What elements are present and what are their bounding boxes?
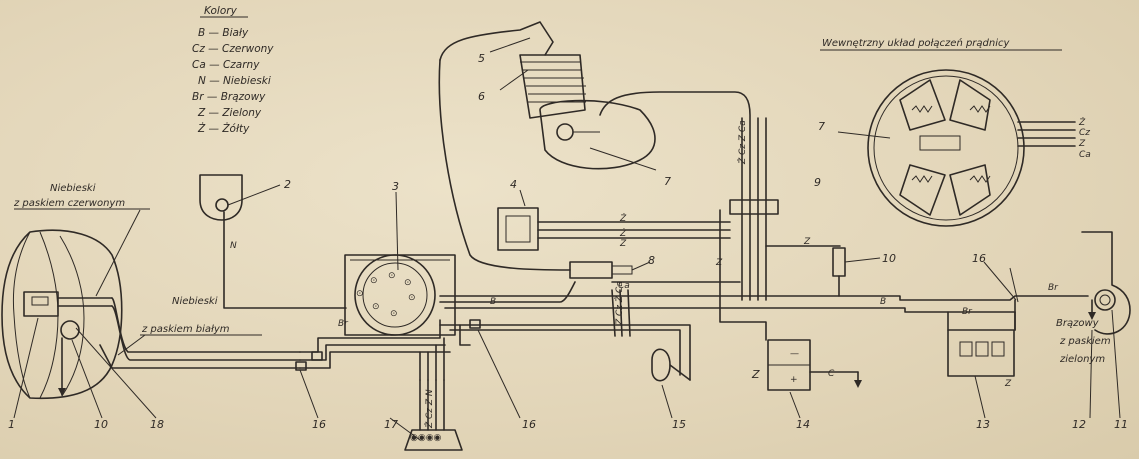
wire-bundle-9: Ż Cz Z Ca (737, 120, 748, 165)
voltage-regulator-13 (947, 299, 1016, 419)
generator-harness: Ż Cz Z Ca (599, 91, 779, 301)
engine-cylinder (438, 21, 657, 271)
component-number: 4 (510, 178, 517, 191)
wire-label-ca8: Ca (618, 281, 630, 291)
component-number: 6 (478, 90, 485, 103)
component-number: 14 (796, 418, 810, 431)
legend-title: Kolory (204, 5, 238, 17)
legend-item: B — Biały (198, 27, 249, 39)
component-numbers: 1 2 3 4 5 6 7 8 9 10 10 11 12 13 14 15 1… (8, 52, 1128, 441)
component-number: 11 (1114, 418, 1128, 431)
wire-label-z10: Z (803, 237, 811, 247)
component-number: 8 (648, 254, 655, 267)
wire-label-br-left: Br (338, 319, 349, 329)
label-blue-red-1: Niebieski (50, 183, 96, 194)
battery-14: — + (719, 209, 862, 419)
gen-wire-label: Ca (1079, 150, 1091, 160)
tail-lamp (1081, 231, 1131, 419)
color-legend: Kolory B — Biały Cz — Czerwony Ca — Czar… (192, 5, 274, 135)
gen-wire-label: Ż (1078, 117, 1086, 128)
gen-wire-label: Z (1078, 139, 1086, 149)
svg-text:⊙: ⊙ (370, 276, 378, 286)
connector-8 (569, 261, 741, 337)
svg-text:+: + (790, 375, 798, 385)
wire-label-z-mid: Z (715, 258, 723, 268)
legend-item: Br — Brązowy (192, 91, 266, 103)
component-number: 18 (150, 418, 164, 431)
label-blue-white-2: z paskiem białym (141, 324, 230, 335)
component-number: 16 (972, 252, 986, 265)
svg-text:⊙: ⊙ (408, 293, 416, 303)
component-number: 17 (384, 418, 398, 431)
svg-text:⊙: ⊙ (404, 278, 412, 288)
wire-label-b2: B (880, 297, 886, 307)
label-brown-green-2: z paskiem (1059, 336, 1111, 347)
component-number: 10 (882, 252, 896, 265)
label-blue-white-1: Niebieski (172, 296, 218, 307)
svg-text:⊙: ⊙ (390, 309, 398, 319)
legend-item: N — Niebieski (198, 75, 271, 87)
gen-wire-label: Cz (1079, 128, 1090, 138)
component-number: 16 (522, 418, 536, 431)
connector-17: ◉◉◉◉ Ż Cz Z N (404, 337, 463, 451)
wire-label-z3: Z (619, 239, 627, 249)
wire-label-z-bat: Z (751, 368, 760, 381)
wire-bundle-8: Z Cz Ż Ca (614, 281, 625, 326)
svg-text:⊙: ⊙ (388, 271, 396, 281)
svg-text:—: — (790, 349, 799, 359)
wire-label-z2: Ż (619, 228, 627, 239)
bulb-2 (199, 174, 281, 221)
svg-text:⊙: ⊙ (372, 302, 380, 312)
legend-item: Ca — Czarny (192, 59, 260, 71)
label-blue-red-2: z paskiem czerwonym (13, 198, 125, 209)
wire-label-ca-bat: C (828, 369, 835, 379)
component-number: 3 (392, 180, 399, 193)
headlamp (1, 229, 123, 400)
generator-internal: Wewnętrzny układ połączeń prądnicy Ż Cz … (820, 37, 1091, 227)
wire-bundle-17: Ż Cz Z N (424, 389, 435, 429)
regulator-4 (497, 189, 731, 251)
component-number: 1 (8, 418, 15, 431)
legend-item: Cz — Czerwony (192, 43, 274, 55)
component-number: 2 (284, 178, 291, 191)
junctions-16 (295, 261, 1017, 419)
generator-title: Wewnętrzny układ połączeń prądnicy (822, 37, 1011, 49)
label-brown-green-1: Brązowy (1056, 318, 1100, 329)
component-number: 9 (814, 176, 821, 189)
component-number: 16 (312, 418, 326, 431)
component-number: 7 (818, 120, 825, 133)
fuse-10 (765, 245, 881, 297)
ignition-switch: ⊙ ⊙ ⊙ ⊙ ⊙ ⊙ ⊙ (354, 254, 436, 336)
component-number: 12 (1072, 418, 1086, 431)
component-number: 15 (672, 418, 686, 431)
wire-label-z1: Ż (619, 213, 627, 224)
component-number: 10 (94, 418, 108, 431)
wire-label-br-right: Br (962, 307, 973, 317)
wire-label-z-reg: Z (1004, 379, 1012, 389)
svg-text:◉◉◉◉: ◉◉◉◉ (410, 433, 442, 443)
legend-item: Ż — Żółty (197, 122, 250, 135)
wire-label-br-top: Br (1048, 283, 1059, 293)
component-number: 7 (664, 175, 671, 188)
component-number: 5 (478, 52, 485, 65)
horn-15 (651, 348, 691, 419)
label-brown-green-3: zielonym (1059, 354, 1105, 365)
component-number: 13 (976, 418, 990, 431)
wire-label-n: N (230, 241, 237, 251)
wire-label-b1: B (490, 297, 496, 307)
svg-text:⊙: ⊙ (356, 289, 364, 299)
legend-item: Z — Zielony (197, 107, 262, 119)
